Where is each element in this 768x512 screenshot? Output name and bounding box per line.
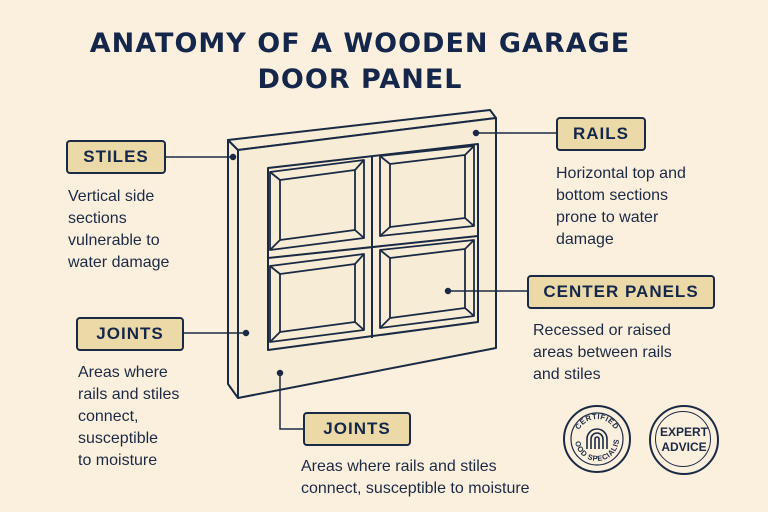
center-panels-tag: CENTER PANELS: [527, 275, 715, 309]
stiles-tag: STILES: [66, 140, 166, 174]
joints-bottom-tag: JOINTS: [303, 412, 411, 446]
expert-badge-text: EXPERT ADVICE: [651, 425, 717, 455]
joints-bottom-desc-line: Areas where rails and stiles: [301, 458, 497, 475]
joints-left-desc-line: Areas where: [78, 364, 168, 381]
rails-desc-line: damage: [556, 231, 614, 248]
joints-bottom-desc-line: connect, susceptible to moisture: [301, 480, 530, 497]
rails-description: Horizontal top and bottom sections prone…: [556, 163, 686, 251]
stiles-desc-line: water damage: [68, 254, 170, 271]
joints-left-desc-line: to moisture: [78, 452, 158, 469]
middle-rail-line: [267, 235, 479, 259]
stiles-desc-line: vulnerable to: [68, 232, 160, 249]
door-side-edge: [227, 139, 239, 399]
title-line-2: DOOR PANEL: [257, 64, 463, 95]
page-title: ANATOMY OF A WOODEN GARAGE DOOR PANEL: [0, 26, 720, 98]
center-panels-desc-line: and stiles: [533, 366, 601, 383]
rails-desc-line: Horizontal top and: [556, 165, 686, 182]
joints-left-desc-line: connect,: [78, 408, 139, 425]
stiles-description: Vertical side sections vulnerable to wat…: [68, 186, 169, 274]
expert-badge-line: ADVICE: [661, 440, 707, 454]
rails-desc-line: bottom sections: [556, 187, 669, 204]
certified-badge: CERTIFIED WOOD SPECIALIST: [563, 405, 631, 473]
door-inner-frame: [267, 143, 479, 351]
joints-left-desc-line: rails and stiles: [78, 386, 180, 403]
expert-badge-ring: [655, 411, 711, 467]
joints-left-desc-line: susceptible: [78, 430, 159, 447]
rails-desc-line: prone to water: [556, 209, 659, 226]
joints-left-description: Areas where rails and stiles connect, su…: [78, 362, 179, 472]
expert-badge-line: EXPERT: [659, 425, 708, 439]
wood-grain-icon: [586, 428, 608, 449]
expert-advice-badge: EXPERT ADVICE: [649, 405, 719, 475]
stiles-desc-line: sections: [68, 210, 127, 227]
joints-bottom-description: Areas where rails and stiles connect, su…: [301, 456, 530, 500]
title-line-1: ANATOMY OF A WOODEN GARAGE: [89, 28, 631, 59]
center-panels-description: Recessed or raised areas between rails a…: [533, 320, 672, 386]
certified-seal-icon: CERTIFIED WOOD SPECIALIST: [565, 407, 624, 466]
joints-left-tag: JOINTS: [76, 317, 184, 351]
center-panels-desc-line: Recessed or raised: [533, 322, 671, 339]
leader-joints-bottom: [279, 373, 303, 430]
stiles-desc-line: Vertical side: [68, 188, 155, 205]
rails-tag: RAILS: [556, 117, 646, 151]
center-panels-desc-line: areas between rails: [533, 344, 672, 361]
